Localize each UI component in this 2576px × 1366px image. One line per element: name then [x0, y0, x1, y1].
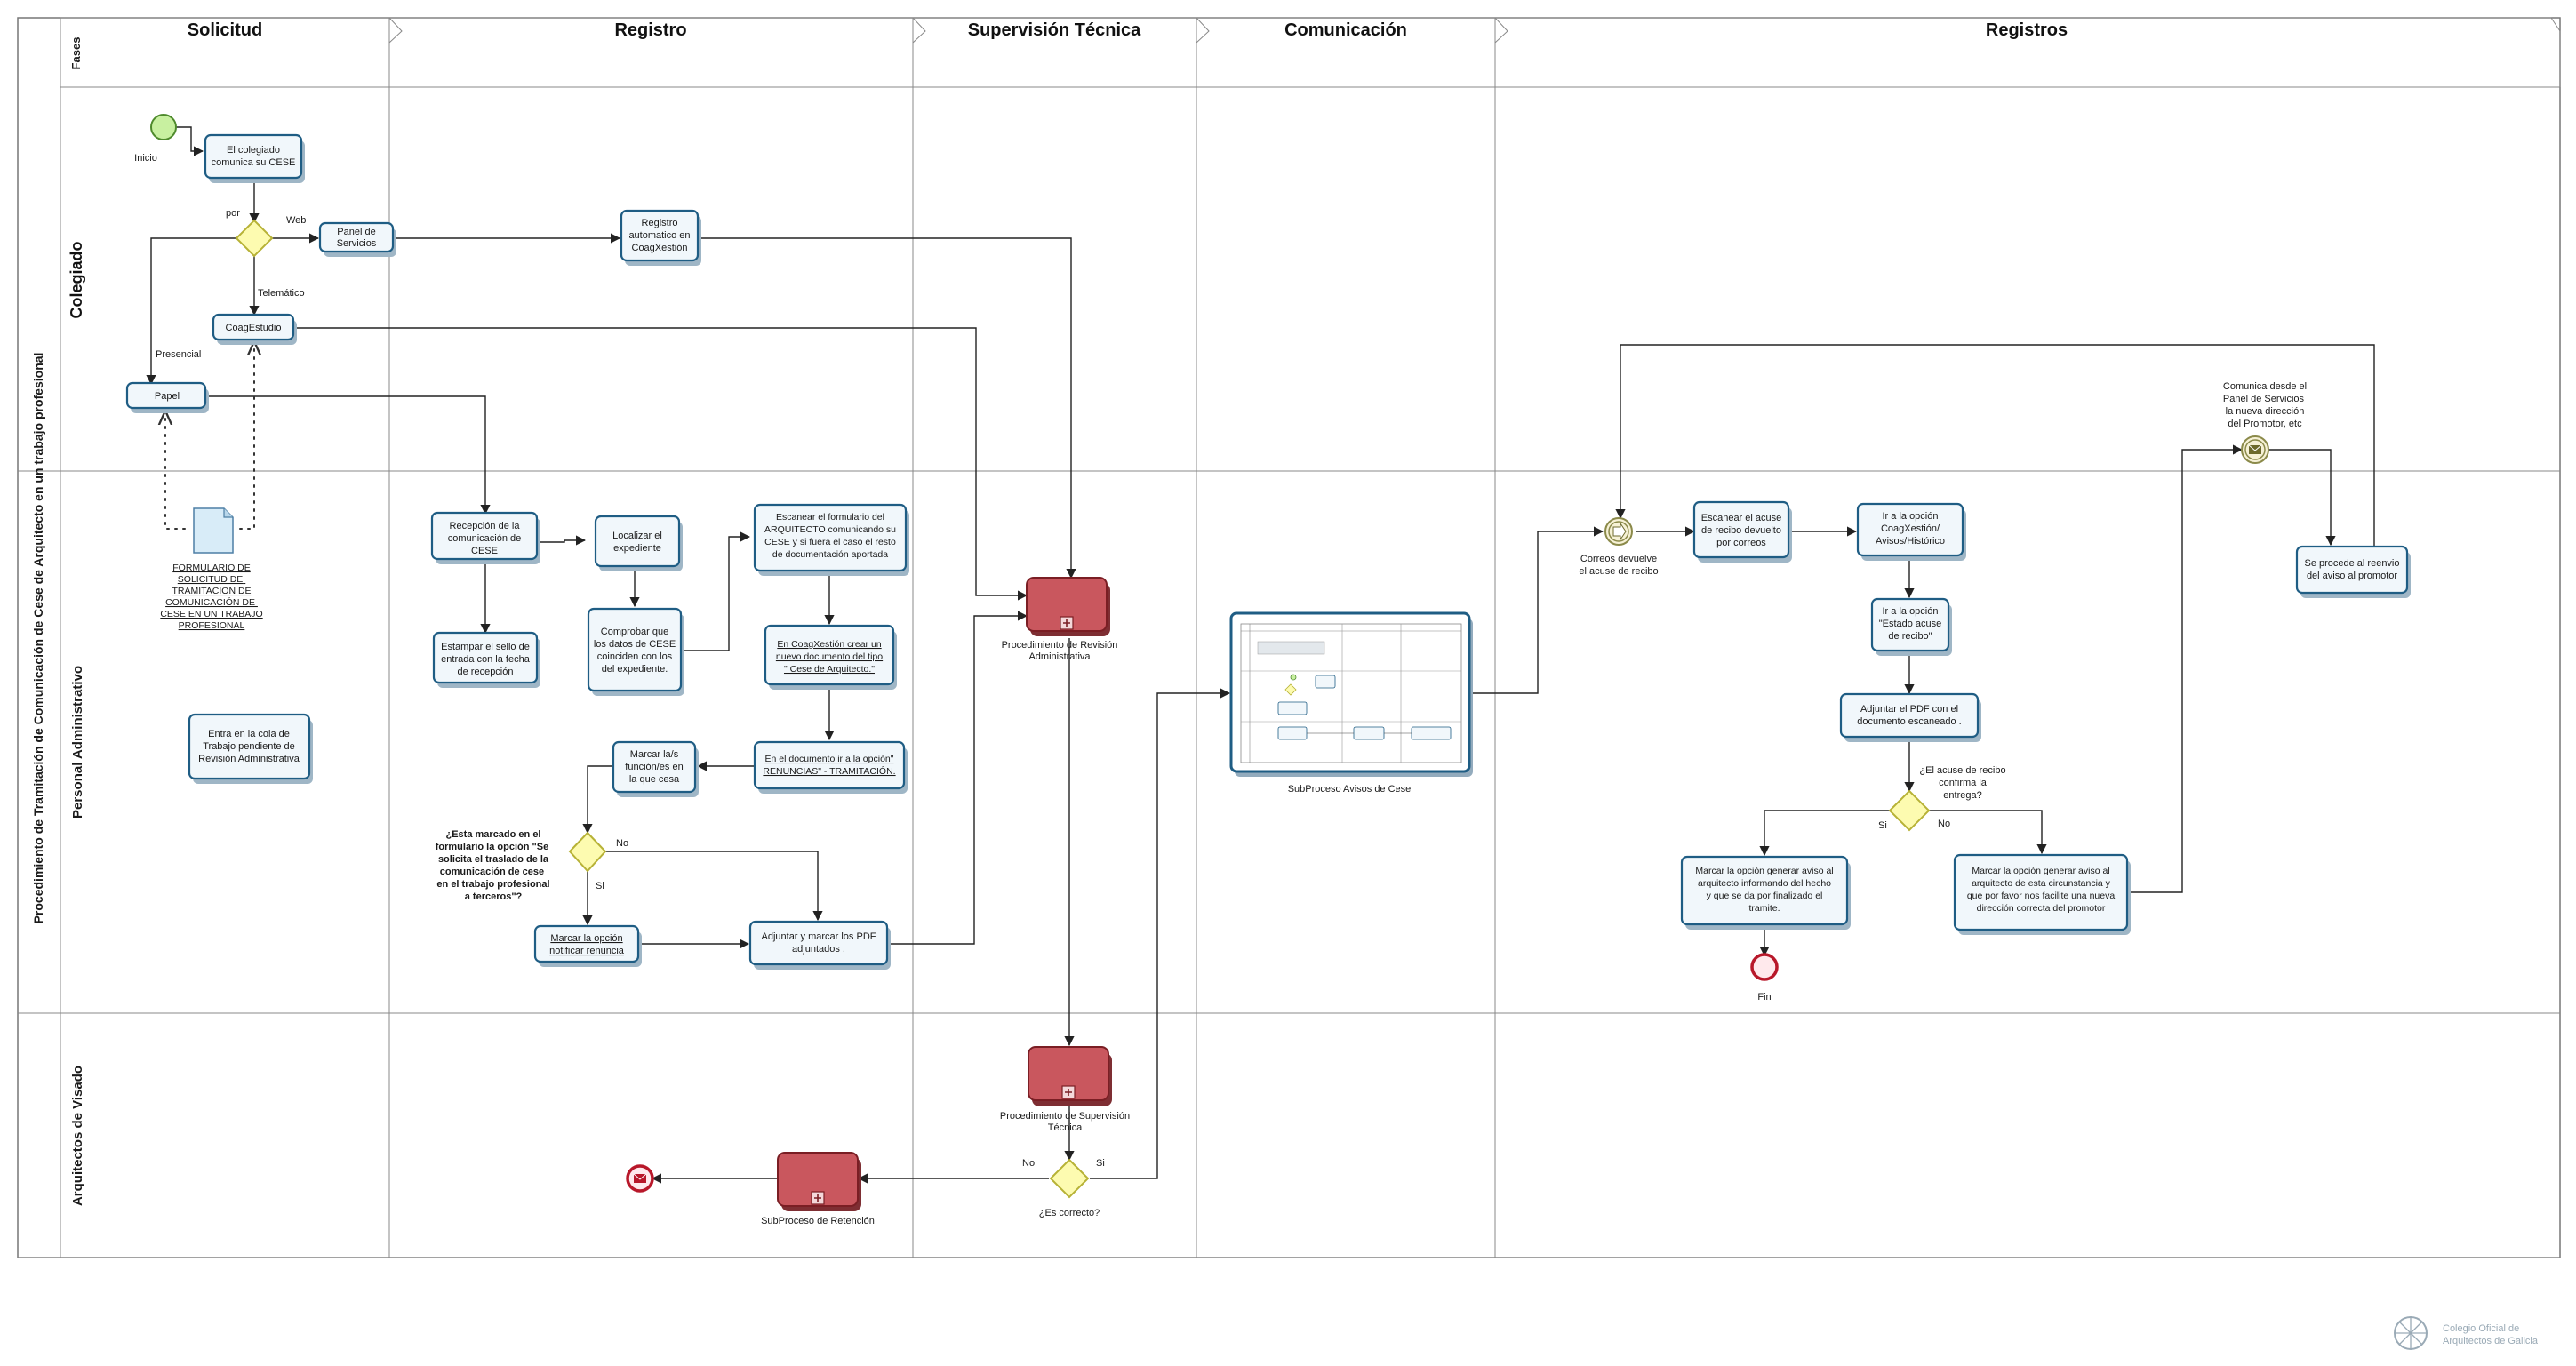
phase-registro: Registro — [614, 20, 686, 40]
association-coagestudio — [235, 341, 254, 530]
gateway-por-label: por — [226, 208, 240, 219]
task-en-documento: En el documento ir a la opción"RENUNCIAS… — [753, 740, 908, 794]
phase-comunicacion: Comunicación — [1284, 20, 1407, 40]
phase-supervision-tecnica: Supervisión Técnica — [968, 20, 1141, 40]
start-event — [150, 114, 177, 140]
phase-registros: Registros — [1986, 20, 2068, 40]
flow-presencial-label: Presencial — [156, 349, 201, 360]
message-end-event — [626, 1164, 654, 1193]
task-papel: Papel — [125, 381, 209, 413]
gateway-correcto — [1049, 1158, 1090, 1199]
svg-text:Marcar la opción generar aviso: Marcar la opción generar aviso alarquite… — [1967, 866, 2116, 914]
lane-arquitectos-visado: Arquitectos de Visado — [70, 1066, 85, 1206]
subprocess-avisos-cese — [1229, 611, 1473, 777]
task-coagestudio-label: CoagEstudio — [226, 323, 282, 333]
lane-personal-administrativo: Personal Administrativo — [70, 666, 85, 819]
flow-si-label-3: Si — [1096, 1158, 1105, 1169]
flow-telematico-label: Telemático — [258, 288, 305, 299]
subprocess-retencion-label: SubProceso de Retención — [761, 1216, 875, 1226]
pool-title: Procedimiento de Tramitación de Comunica… — [31, 353, 45, 924]
end-label: Fin — [1757, 992, 1771, 1003]
message-throw-event — [2241, 435, 2269, 464]
pool-title-text: Procedimiento de Tramitación de Comunica… — [31, 353, 45, 924]
association-papel — [165, 411, 186, 530]
subprocess-retencion — [777, 1152, 861, 1211]
phase-solicitud: Solicitud — [188, 20, 262, 40]
end-event — [1750, 953, 1779, 981]
message-catch-event — [1604, 517, 1633, 546]
start-label: Inicio — [134, 153, 157, 164]
lane-colegiado: Colegiado — [68, 241, 85, 318]
gateway-acuse — [1888, 789, 1931, 832]
flow-no-label-2: No — [1938, 819, 1950, 829]
subprocess-supervision — [1028, 1046, 1112, 1106]
flow-no-label-3: No — [1022, 1158, 1035, 1169]
task-coagestudio: CoagEstudio — [212, 313, 297, 345]
flow-si-label-2: Si — [1878, 820, 1887, 831]
flow-si-label-1: Si — [596, 881, 604, 891]
gateway-terceros — [568, 831, 607, 873]
subprocess-avisos-label: SubProceso Avisos de Cese — [1288, 784, 1412, 795]
svg-text:Marcar la opción generar aviso: Marcar la opción generar aviso alarquite… — [1695, 866, 1833, 914]
phases-header: Fases — [69, 37, 83, 70]
gateway-por — [235, 219, 274, 258]
flow-web-label: Web — [286, 215, 306, 226]
task-papel-label: Papel — [155, 391, 180, 402]
svg-text:En el documento ir a la opción: En el documento ir a la opción"RENUNCIAS… — [763, 754, 895, 777]
sequence-flows — [146, 126, 2375, 1184]
flow-no-label-1: No — [616, 838, 628, 849]
subprocess-revision — [1026, 577, 1110, 636]
gateway-correcto-label: ¿Es correcto? — [1039, 1208, 1100, 1218]
